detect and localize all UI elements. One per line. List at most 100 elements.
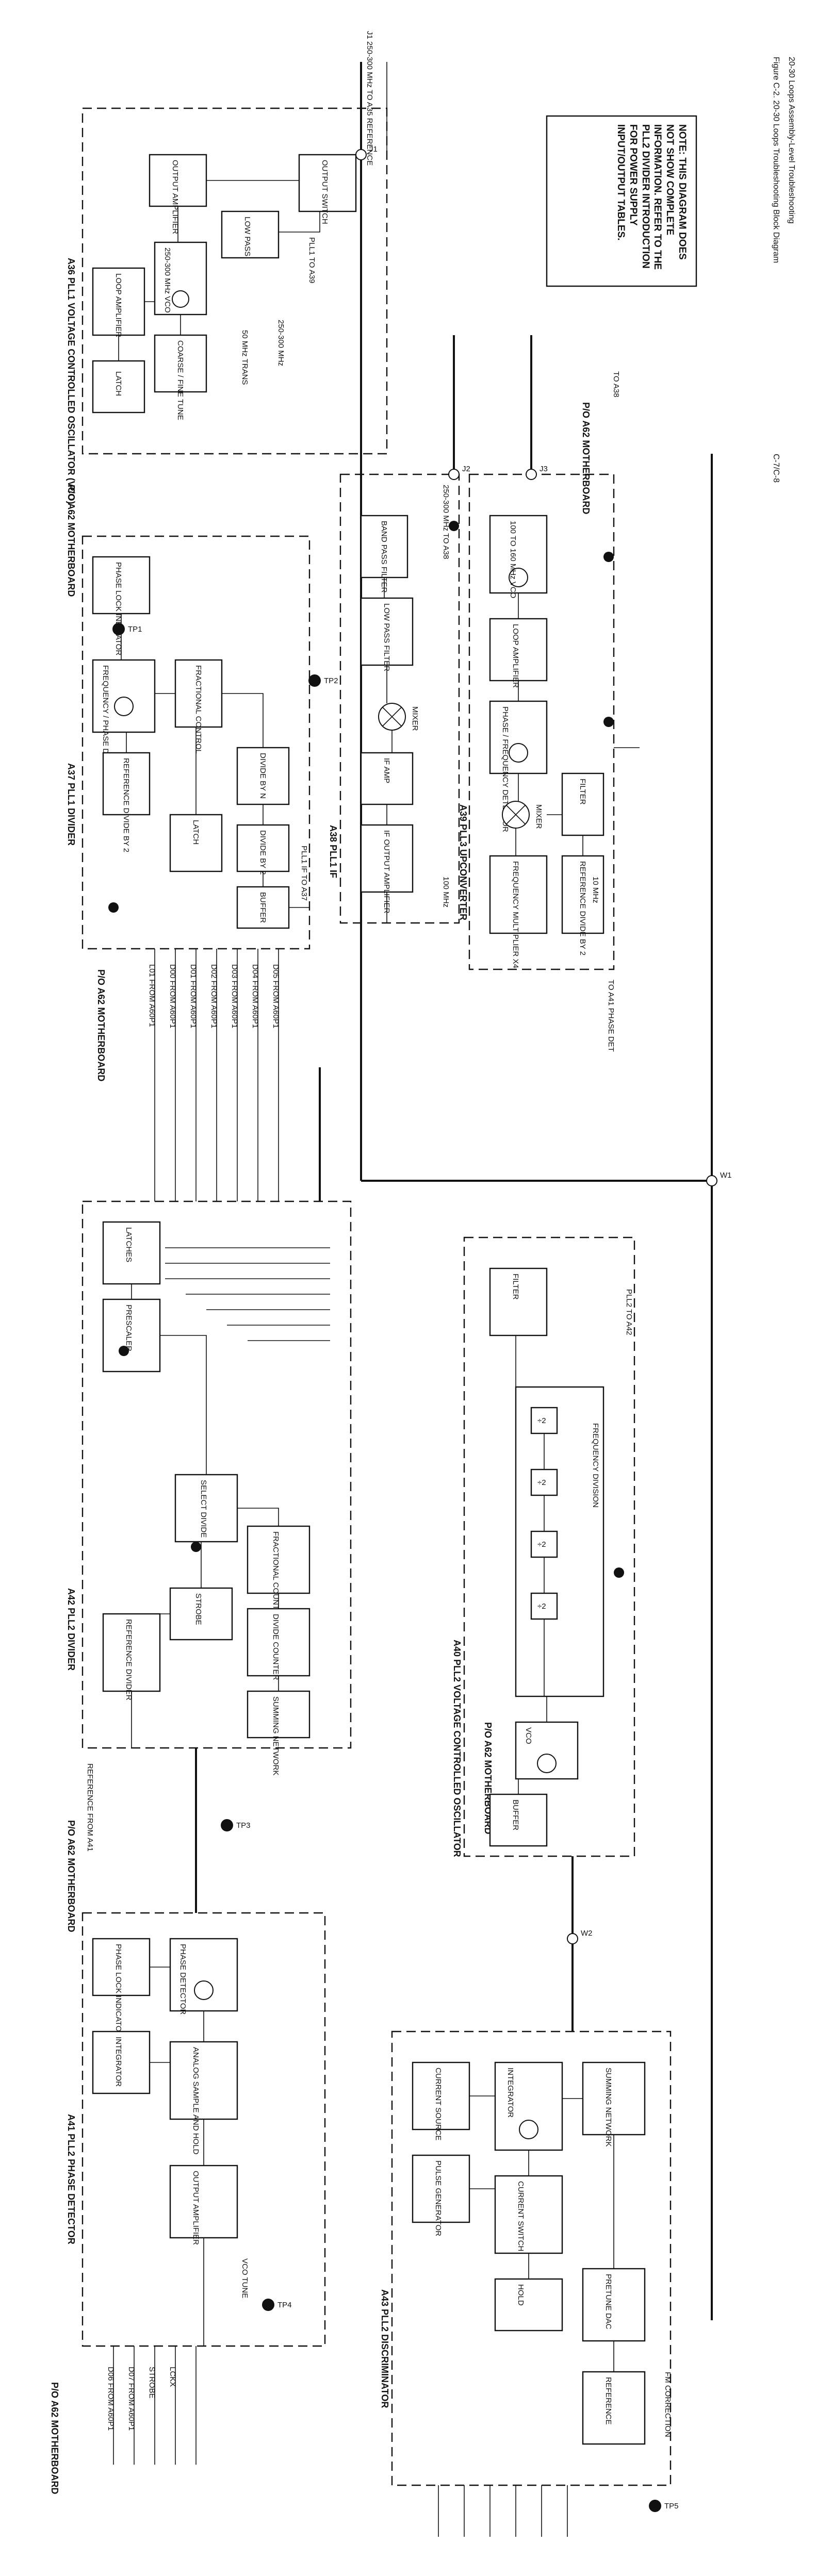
vco-osc-label: 250-300 MHz VCO	[163, 247, 172, 313]
up-mixer-label: MIXER	[534, 804, 543, 829]
vco2-div1-label: ÷2	[537, 1416, 546, 1425]
vco2-osc-label: VCO	[524, 1727, 533, 1744]
up-loop-amp-label: LOOP AMPLIFIER	[511, 624, 520, 688]
disc-sum-label: SUMMING NETWORK	[604, 2068, 613, 2146]
tp3-dot	[221, 1819, 233, 1831]
latch-label: LATCH	[191, 820, 200, 845]
pll1-top-label: PLL1 TO A39	[307, 237, 316, 284]
up-phase-det-symbol	[509, 743, 528, 763]
note-box: NOTE: THIS DIAGRAM DOES NOT SHOW COMPLET…	[546, 115, 697, 287]
a40-border	[463, 1236, 635, 1857]
pd-integrator-label: INTEGRATOR	[114, 2037, 123, 2087]
tp3-label: TP3	[236, 1821, 251, 1830]
a36-border	[81, 107, 388, 455]
a38-out-label: PLL1 IF TO A37	[300, 846, 308, 901]
a37-title: A37 PLL1 DIVIDER	[66, 763, 76, 846]
a38-title: A38 PLL1 IF	[328, 825, 338, 878]
up-filter-label: FILTER	[578, 779, 587, 805]
vco2-div2-label: ÷2	[537, 1478, 546, 1487]
disc-current-sw-label: CURRENT SWITCH	[516, 2181, 525, 2251]
a40-title: A40 PLL2 VOLTAGE CONTROLLED OSCILLATOR	[452, 1640, 462, 1857]
figure-caption-group: Figure C-2. 20-30 Loops Troubleshooting …	[772, 57, 796, 483]
p2-divide-counter-label: DIVIDE COUNTER	[271, 1614, 280, 1680]
disc-integrator-symbol	[519, 2120, 538, 2139]
page-id: C-7/C-8	[772, 454, 780, 483]
a38-in-label: 250-300 MHz TO A38	[442, 485, 450, 559]
vco-output-switch-label: OUTPUT SWITCH	[320, 160, 329, 224]
strobe-label: STROBE	[148, 2367, 156, 2399]
a40-out-label: PLL2 TO A42	[625, 1289, 633, 1335]
j3-label: J3	[540, 465, 548, 473]
p2-latch-label: LATCHES	[124, 1227, 133, 1262]
tp2-label: TP2	[324, 676, 338, 685]
fractional-ctrl-label: FRACTIONAL CONTROL	[194, 665, 203, 754]
a38-ref-label: 100 MHz	[442, 877, 450, 907]
if-amp-out-label: IF OUTPUT AMPLIFIER	[382, 830, 391, 914]
data-line-labels: L01 FROM A60P1 D00 FROM A60P1 D01 FROM A…	[106, 964, 280, 2431]
pd-sample-label: ANALOG SAMPLE AND HOLD	[191, 2047, 200, 2155]
addr-9-label: D07 FROM A60P1	[127, 2367, 136, 2431]
a42-ref-label: REFERENCE FROM A41	[86, 1763, 94, 1852]
buffer-label: BUFFER	[258, 892, 267, 923]
addr-8-label: D06 FROM A60P1	[106, 2367, 115, 2431]
addr-7-label: D05 FROM A60P1	[271, 964, 280, 1028]
vco-oscillator-symbol	[172, 290, 189, 308]
a38-blocks: BAND PASS FILTER LOW PASS FILTER MIXER I…	[360, 515, 419, 923]
pd-output-label: OUTPUT AMPLIFIER	[191, 2171, 200, 2245]
up-phase-det-label: PHASE / FREQUENCY DETECTOR	[501, 706, 510, 832]
a42-blocks: LATCHES PRESCALER SELECT DIVIDE FRACTION…	[102, 1221, 330, 1775]
p2-prescaler-label: PRESCALER	[124, 1304, 133, 1351]
out-top-label: J1 250-300 MHz TO A35 REFERENCE	[365, 31, 374, 166]
if-amp-label: IF AMP	[382, 758, 391, 783]
vco2-filter-label: FILTER	[511, 1274, 520, 1300]
ref-divide-label: REFERENCE DIVIDE BY 2	[122, 758, 130, 852]
addr-4-label: D02 FROM A60P1	[209, 964, 218, 1028]
a38-border	[339, 473, 460, 924]
addr-2-label: D00 FROM A60P1	[168, 964, 177, 1028]
up-vco-label: 100 TO 160 MHz VCO	[509, 521, 517, 598]
mb2-title: P/O A62 MOTHERBOARD	[96, 969, 106, 1081]
a40-blocks: FILTER FREQUENCY DIVISION ÷2 ÷2 ÷2 ÷2 VC…	[489, 1267, 604, 1847]
freq-div-label: FREQUENCY DIVISION	[591, 1423, 600, 1508]
tp5-label: TP5	[664, 2502, 679, 2511]
vco-output-amp-label: OUTPUT AMPLIFIER	[171, 160, 179, 234]
loop-note-label: 50 MHz TRANS	[240, 330, 249, 385]
p2-select-label: SELECT DIVIDE	[199, 1480, 208, 1538]
a41-title: A41 PLL2 PHASE DETECTOR	[66, 2114, 76, 2244]
vco-tune-label: COARSE / FINE TUNE	[176, 340, 185, 420]
a43-blocks: CURRENT SOURCE PULSE GENERATOR INTEGRATO…	[412, 2061, 646, 2445]
vco2-div4-label: ÷2	[537, 1602, 546, 1611]
lckx-label: LCKX	[168, 2367, 177, 2387]
a41-vco-label: VCO TUNE	[240, 2258, 249, 2298]
tp5-dot	[649, 2500, 661, 2512]
up-vco-symbol	[509, 568, 528, 587]
pd-phase-det-symbol	[194, 1980, 214, 2000]
j1-label: J1	[369, 145, 378, 154]
mb6-title: P/O A62 MOTHERBOARD	[50, 2382, 60, 2494]
a37-blocks: PHASE LOCK INDICATOR FREQUENCY / PHASE D…	[92, 556, 309, 929]
a43-border	[391, 2030, 672, 2486]
addr-5-label: D03 FROM A60P1	[230, 964, 239, 1028]
tp1-dot	[112, 623, 125, 635]
vco2-div3-label: ÷2	[537, 1540, 546, 1549]
to-a38-label: TO A38	[612, 371, 620, 398]
w1-label: W1	[720, 1171, 732, 1180]
a43-title: A43 PLL2 DISCRIMINATOR	[380, 2289, 390, 2408]
j2-label: J2	[462, 465, 470, 473]
vco2-buffer-label: BUFFER	[511, 1799, 520, 1830]
vco-loop-amp-label: LOOP AMPLIFIER	[114, 273, 123, 337]
if-bpf-label: BAND PASS FILTER	[380, 521, 388, 593]
vco-latch-label: LATCH	[114, 371, 123, 396]
a36-blocks: OUTPUT AMPLIFIER LOW PASS OUTPUT SWITCH …	[92, 62, 387, 420]
if-lpf-label: LOW PASS FILTER	[382, 603, 391, 671]
a36-title: A36 PLL1 VOLTAGE CONTROLLED OSCILLATOR (…	[66, 258, 76, 504]
disc-hold-label: HOLD	[516, 2284, 525, 2306]
vco2-osc-symbol	[537, 1754, 557, 1773]
test-points: TP1 TP2 TP3 TP4 TP5	[108, 521, 679, 2512]
p2-ref-label: REFERENCE DIVIDER	[124, 1619, 133, 1700]
vco-in-label: 250-300 MHz	[276, 320, 285, 366]
w2-label: W2	[581, 1929, 593, 1938]
connectors: J1 J2 J3 W1 W2	[355, 145, 732, 1944]
figure-caption: Figure C-2. 20-30 Loops Troubleshooting …	[772, 57, 780, 263]
